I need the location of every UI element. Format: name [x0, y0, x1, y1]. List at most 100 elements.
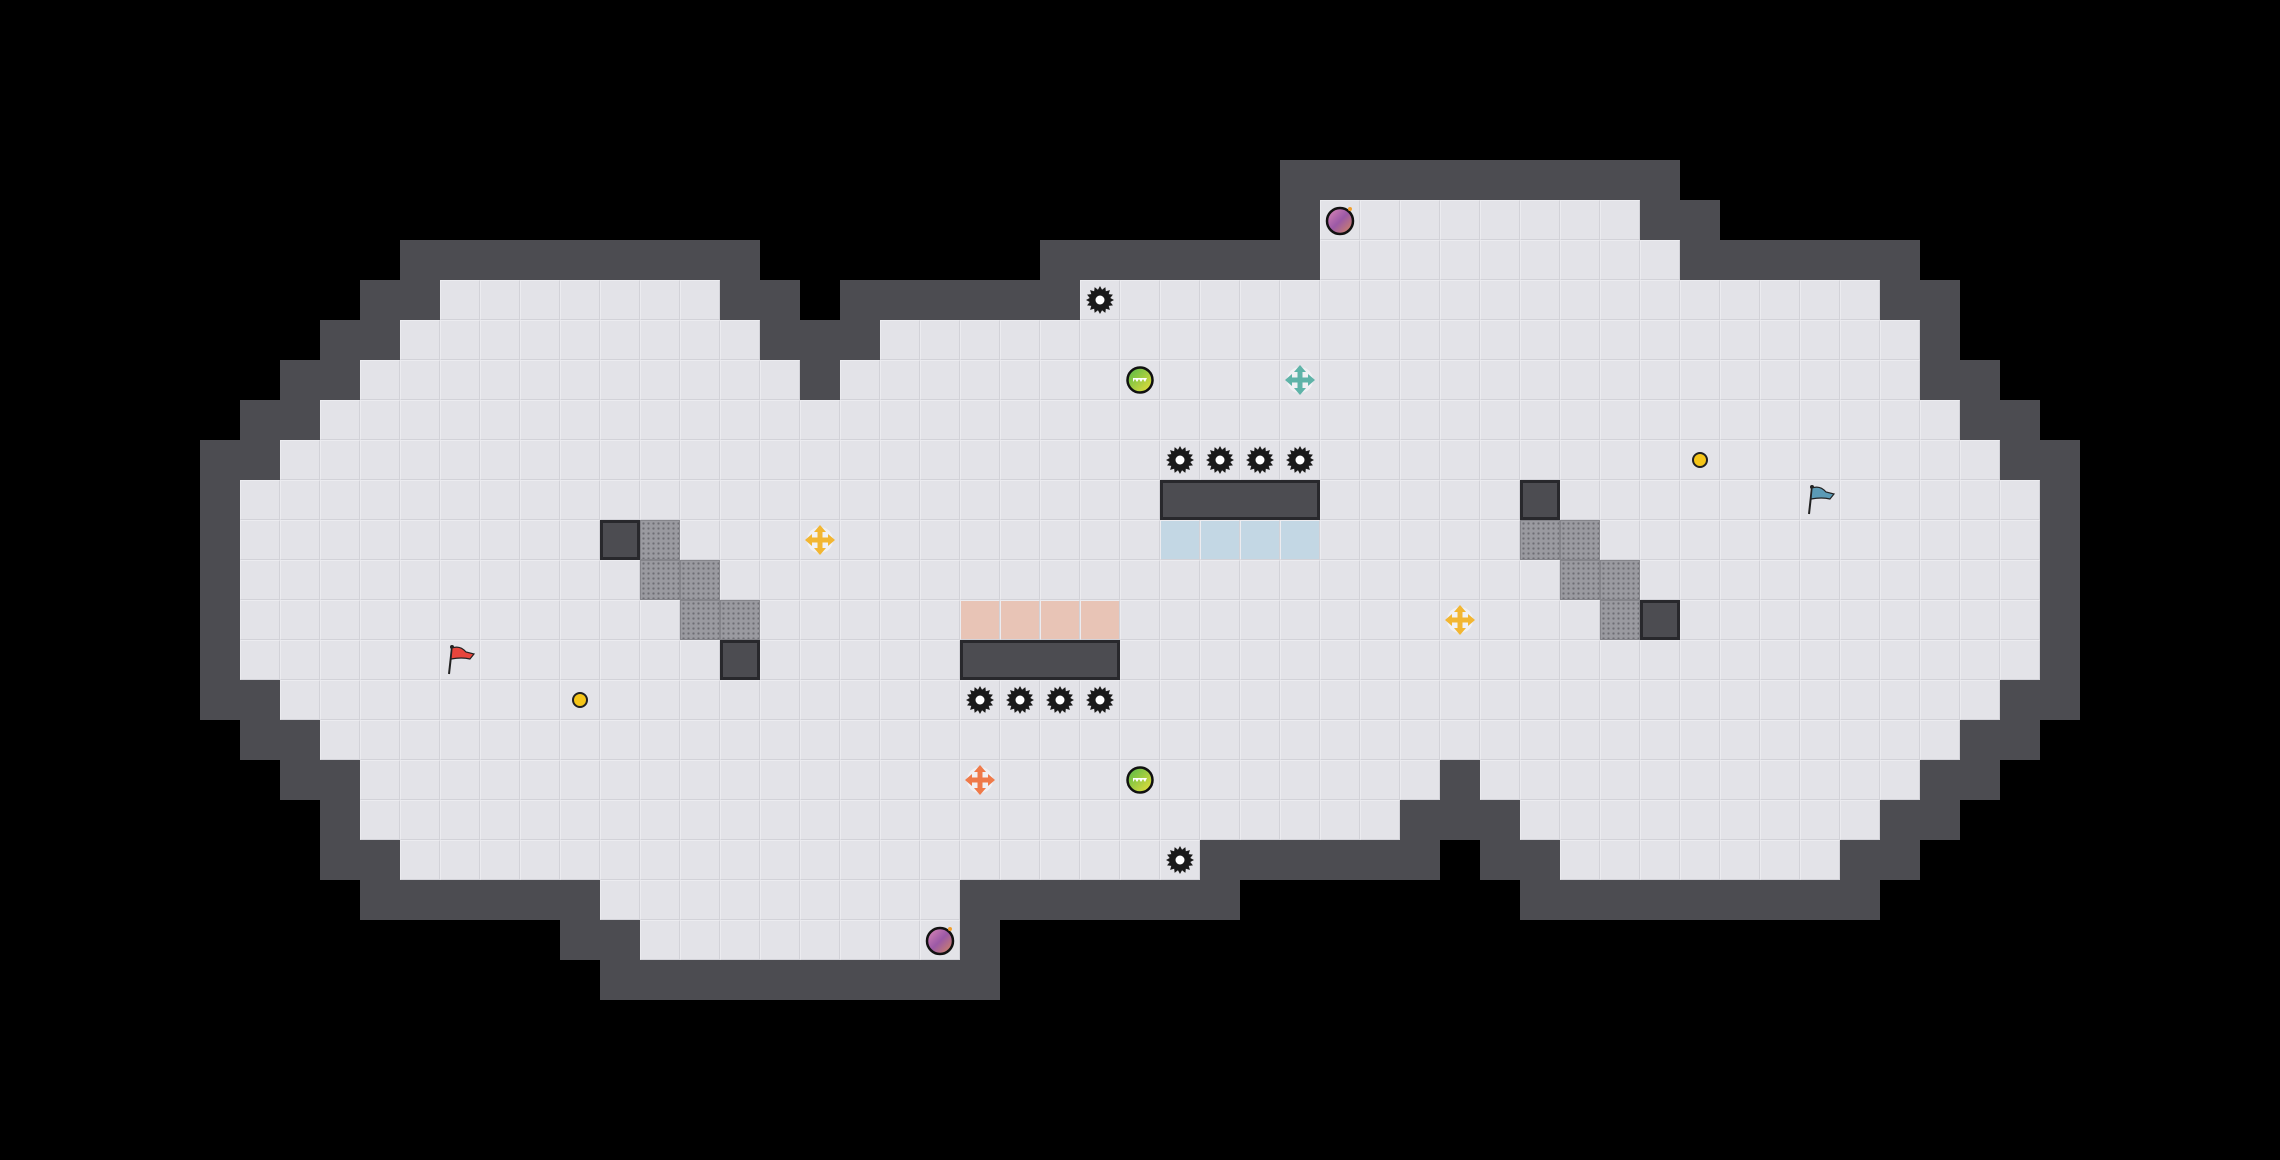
floor-tile [1800, 400, 1840, 440]
floor-tile [400, 560, 440, 600]
floor-tile [1320, 560, 1360, 600]
spike-icon [1200, 440, 1240, 480]
floor-tile [520, 720, 560, 760]
floor-tile [600, 400, 640, 440]
floor-tile [1240, 760, 1280, 800]
floor-tile [1800, 520, 1840, 560]
floor-tile [640, 920, 680, 960]
floor-tile [720, 320, 760, 360]
floor-tile [480, 800, 520, 840]
floor-tile [1320, 360, 1360, 400]
floor-tile [1440, 480, 1480, 520]
floor-tile [1200, 360, 1240, 400]
floor-tile [880, 440, 920, 480]
floor-tile [1640, 800, 1680, 840]
floor-tile [1240, 600, 1280, 640]
floor-tile [1640, 680, 1680, 720]
floor-tile [240, 640, 280, 680]
floor-tile [680, 520, 720, 560]
floor-tile [1160, 320, 1200, 360]
floor-tile [1920, 640, 1960, 680]
floor-tile [600, 720, 640, 760]
floor-tile [520, 360, 560, 400]
floor-tile [1400, 400, 1440, 440]
wall-tile [600, 920, 640, 960]
wall-tile [1880, 840, 1920, 880]
floor-tile [1280, 800, 1320, 840]
floor-tile [1560, 800, 1600, 840]
floor-tile [440, 680, 480, 720]
floor-tile [1280, 720, 1320, 760]
floor-tile [1120, 320, 1160, 360]
floor-tile [1120, 680, 1160, 720]
floor-tile [1480, 240, 1520, 280]
wall-tile [200, 560, 240, 600]
wall-tile [960, 880, 1000, 920]
floor-tile [640, 640, 680, 680]
floor-tile [1120, 440, 1160, 480]
floor-tile [600, 360, 640, 400]
floor-tile [1640, 400, 1680, 440]
floor-tile [720, 760, 760, 800]
floor-tile [1480, 560, 1520, 600]
red-flag-icon [440, 640, 480, 680]
floor-tile [1080, 840, 1120, 880]
floor-tile [1760, 840, 1800, 880]
red-team-tile [1080, 600, 1120, 640]
floor-tile [360, 800, 400, 840]
floor-tile [560, 560, 600, 600]
floor-tile [1360, 200, 1400, 240]
floor-tile [1400, 640, 1440, 680]
wall-tile [320, 840, 360, 880]
floor-tile [1360, 280, 1400, 320]
wall-tile [760, 320, 800, 360]
floor-tile [880, 560, 920, 600]
floor-tile [920, 400, 960, 440]
wall-tile [2040, 600, 2080, 640]
floor-tile [600, 320, 640, 360]
floor-tile [600, 880, 640, 920]
floor-tile [1200, 640, 1240, 680]
floor-tile [400, 680, 440, 720]
floor-tile [400, 480, 440, 520]
floor-tile [680, 880, 720, 920]
wall-tile [320, 360, 360, 400]
grate-tile [1520, 520, 1560, 560]
floor-tile [400, 640, 440, 680]
floor-tile [1080, 440, 1120, 480]
floor-tile [1840, 640, 1880, 680]
wall-tile [1640, 880, 1680, 920]
floor-tile [280, 560, 320, 600]
floor-tile [1360, 360, 1400, 400]
floor-tile [800, 680, 840, 720]
wall-tile [1040, 880, 1080, 920]
floor-tile [440, 760, 480, 800]
wall-tile [240, 400, 280, 440]
floor-tile [960, 800, 1000, 840]
floor-tile [640, 440, 680, 480]
wall-tile [1880, 240, 1920, 280]
floor-tile [1240, 320, 1280, 360]
floor-tile [1520, 200, 1560, 240]
floor-tile [1640, 240, 1680, 280]
floor-tile [1520, 360, 1560, 400]
floor-tile [1880, 440, 1920, 480]
floor-tile [520, 760, 560, 800]
floor-tile [720, 480, 760, 520]
floor-tile [2000, 480, 2040, 520]
wall-tile [2000, 680, 2040, 720]
floor-tile [1840, 720, 1880, 760]
floor-tile [480, 560, 520, 600]
wall-tile [1080, 240, 1120, 280]
floor-tile [800, 400, 840, 440]
floor-tile [1720, 280, 1760, 320]
floor-tile [440, 480, 480, 520]
floor-tile [1480, 200, 1520, 240]
floor-tile [1800, 480, 1840, 520]
floor-tile [840, 880, 880, 920]
floor-tile [1960, 680, 2000, 720]
floor-tile [1640, 840, 1680, 880]
floor-tile [1600, 440, 1640, 480]
floor-tile [1040, 400, 1080, 440]
floor-tile [1760, 520, 1800, 560]
